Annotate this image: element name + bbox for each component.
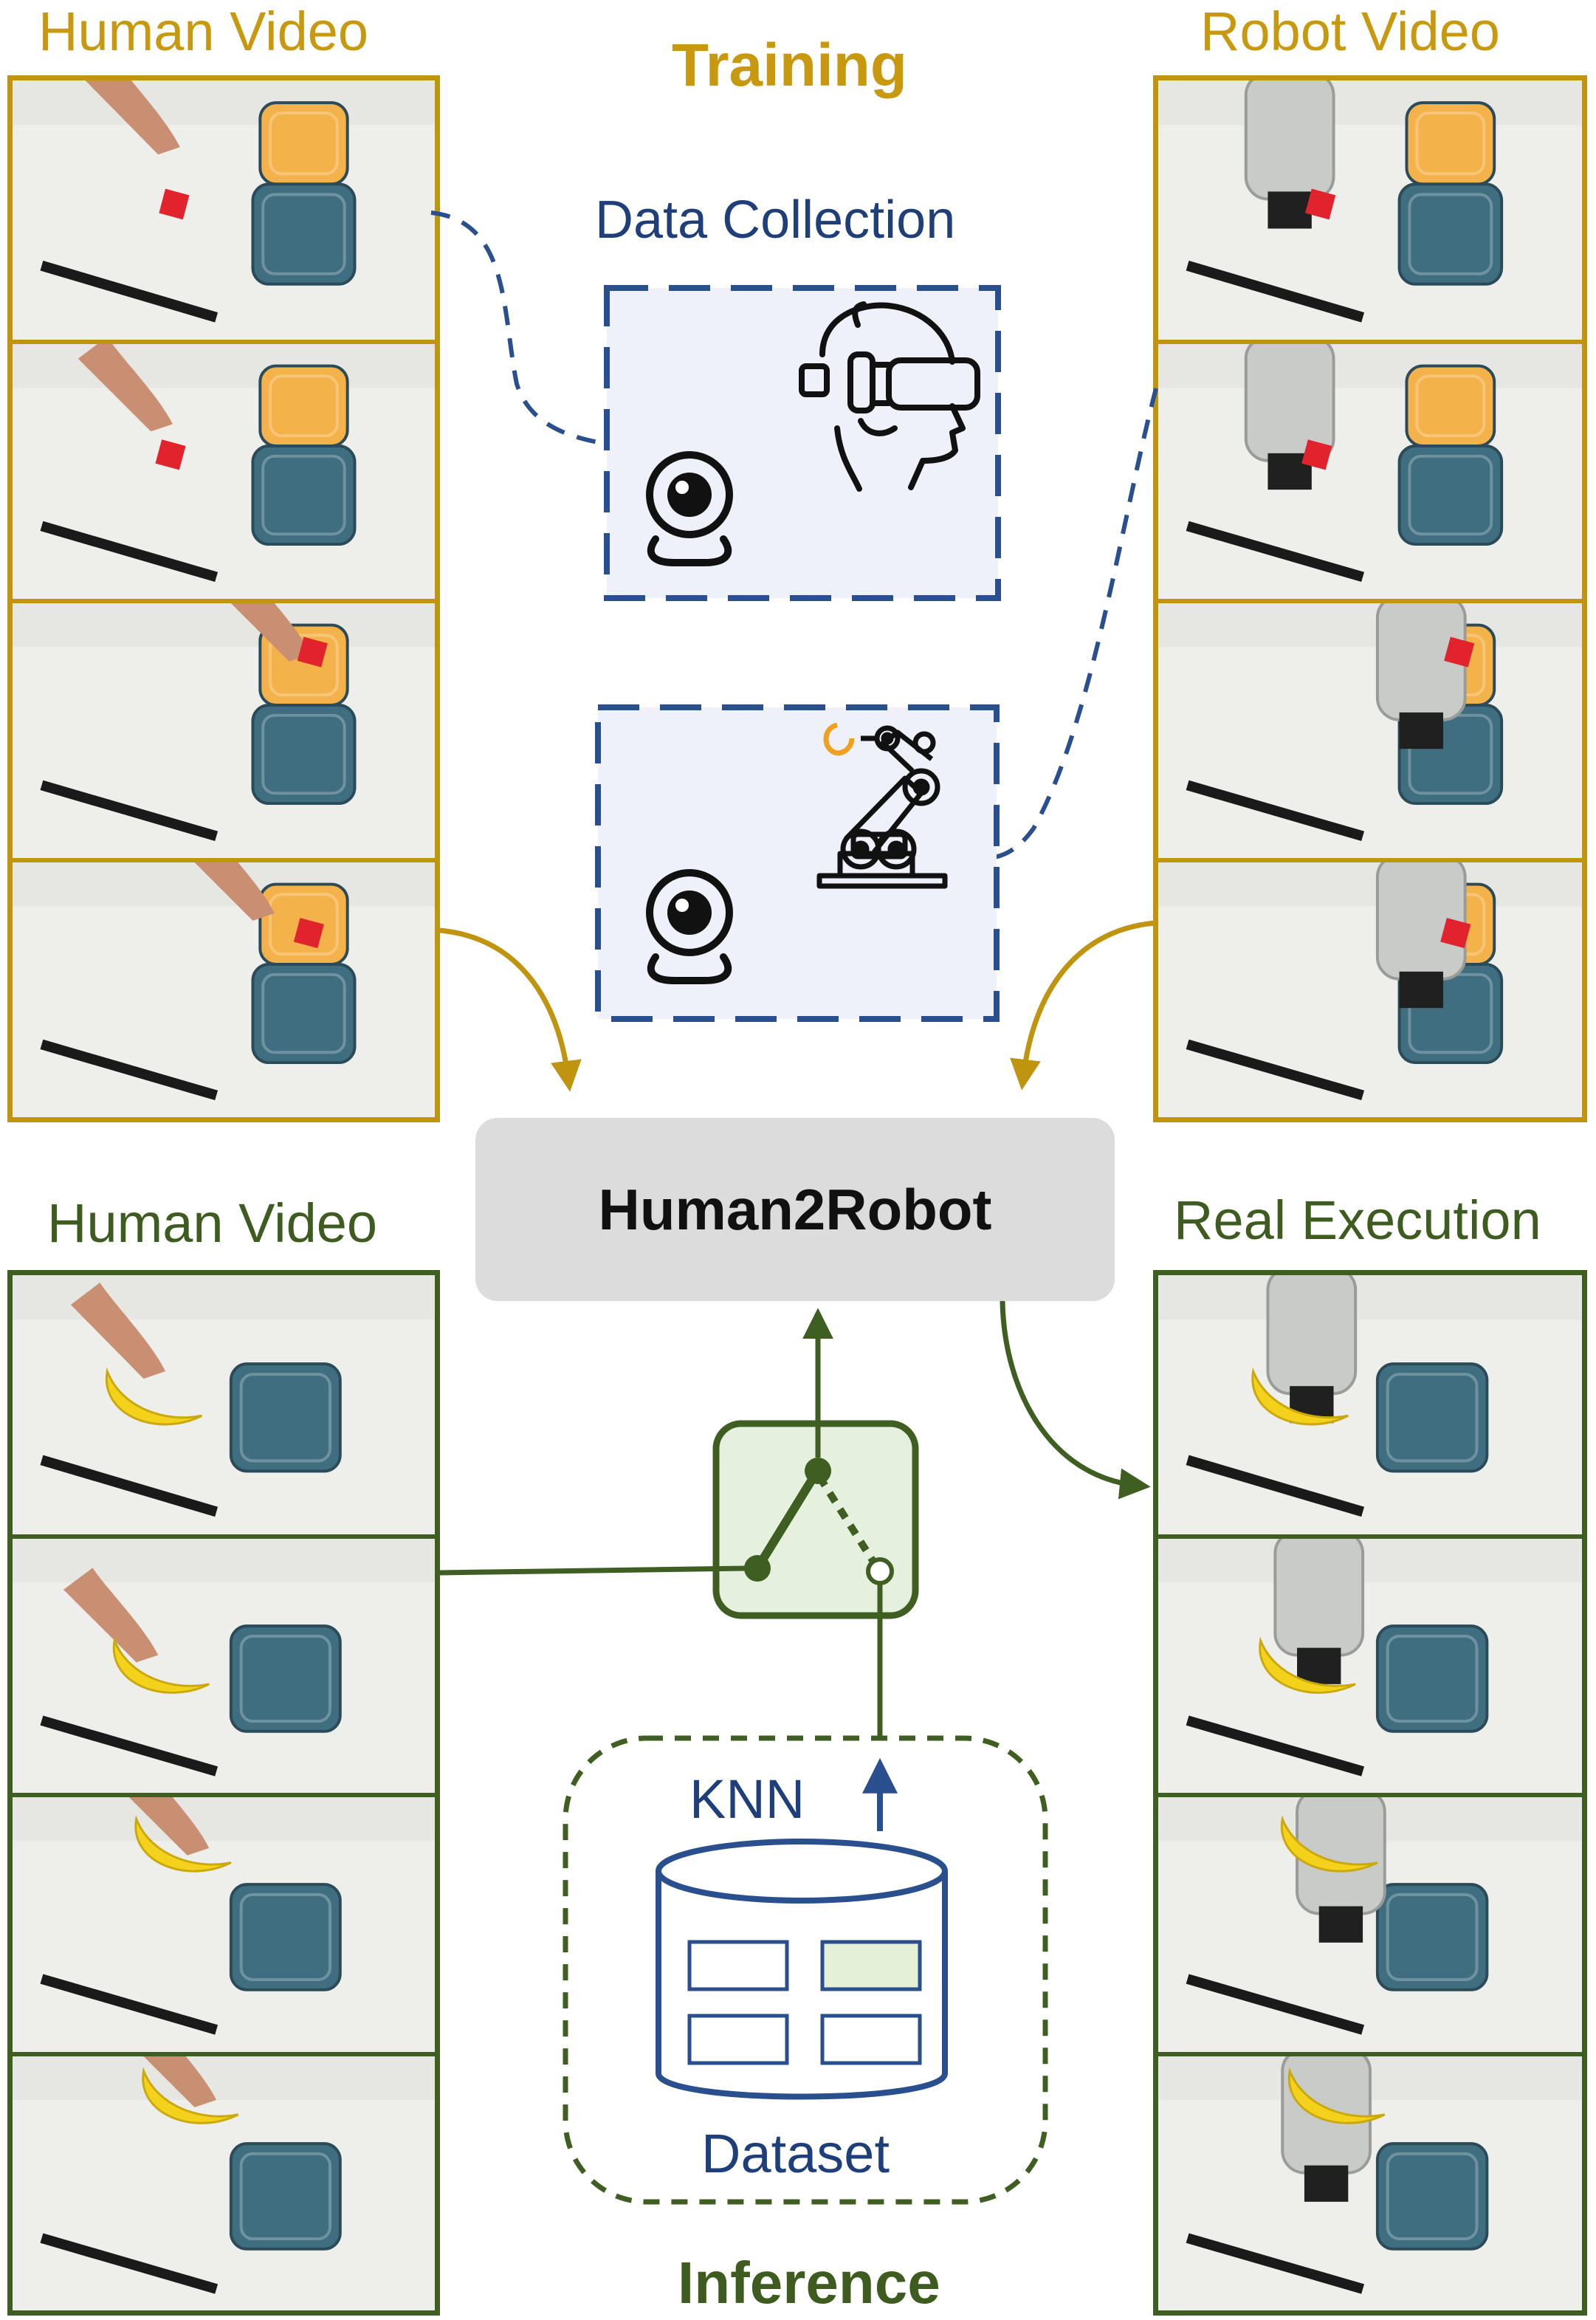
video-frame-image <box>1158 1538 1582 1793</box>
training-title: Training <box>672 32 907 99</box>
video-frame-image <box>1158 862 1582 1117</box>
data-collection-label: Data Collection <box>595 191 956 250</box>
video-frame-image <box>1158 1797 1582 2052</box>
video-frame-image <box>13 80 435 340</box>
video-frame-image <box>13 603 435 858</box>
training-robot-arrow <box>1010 920 1155 1091</box>
human-video-to-collection-connector <box>430 210 603 445</box>
video-frame <box>1158 1275 1582 1534</box>
video-frame-image <box>13 1538 435 1793</box>
human-video-to-switch-connector <box>439 1565 746 1576</box>
robot-teleop-box <box>595 704 1000 1022</box>
video-frame <box>13 1793 435 2052</box>
video-frame <box>13 1275 435 1534</box>
data-collection-box <box>604 285 1001 601</box>
training-human-arrow <box>439 927 582 1092</box>
training-human-video-frames <box>7 75 440 1122</box>
video-frame <box>13 80 435 340</box>
video-frame-image <box>13 862 435 1117</box>
training-human-video-label: Human Video <box>38 1 369 62</box>
video-frame-image <box>13 344 435 599</box>
video-frame-image <box>13 2056 435 2310</box>
video-frame <box>13 858 435 1117</box>
video-frame-image <box>13 1797 435 2052</box>
video-frame-image <box>1158 2056 1582 2310</box>
dataset-label: Dataset <box>701 2123 890 2184</box>
vr-headset-user-icon <box>799 301 980 492</box>
video-frame-image <box>13 1275 435 1534</box>
switch-icon <box>712 1420 919 1619</box>
real-execution-label: Real Execution <box>1174 1190 1541 1251</box>
robot-video-to-teleop-connector <box>988 388 1158 860</box>
robot-arm-icon <box>816 722 948 889</box>
video-frame <box>1158 858 1582 1117</box>
video-frame <box>1158 599 1582 858</box>
webcam-icon <box>646 451 733 566</box>
inference-human-video-frames <box>7 1270 440 2316</box>
output-to-execution-arrow <box>1000 1300 1151 1500</box>
training-robot-video-frames <box>1153 75 1587 1122</box>
video-frame-image <box>1158 603 1582 858</box>
video-frame <box>1158 1534 1582 1793</box>
webcam-icon <box>646 869 733 984</box>
video-frame <box>13 2051 435 2310</box>
training-robot-video-label: Robot Video <box>1200 1 1500 62</box>
video-frame <box>13 340 435 599</box>
video-frame <box>1158 80 1582 340</box>
human2robot-model-box: Human2Robot <box>475 1118 1115 1301</box>
video-frame-image <box>1158 80 1582 340</box>
video-frame-image <box>1158 344 1582 599</box>
video-frame <box>13 599 435 858</box>
video-frame <box>1158 1793 1582 2052</box>
inference-title: Inference <box>678 2250 940 2316</box>
real-execution-frames <box>1153 1270 1587 2316</box>
video-frame <box>1158 340 1582 599</box>
inference-human-video-label: Human Video <box>47 1192 378 1254</box>
video-frame <box>13 1534 435 1793</box>
video-frame <box>1158 2051 1582 2310</box>
database-icon <box>656 1839 948 2100</box>
video-frame-image <box>1158 1275 1582 1534</box>
knn-label: KNN <box>689 1768 805 1830</box>
human2robot-label: Human2Robot <box>598 1176 992 1242</box>
